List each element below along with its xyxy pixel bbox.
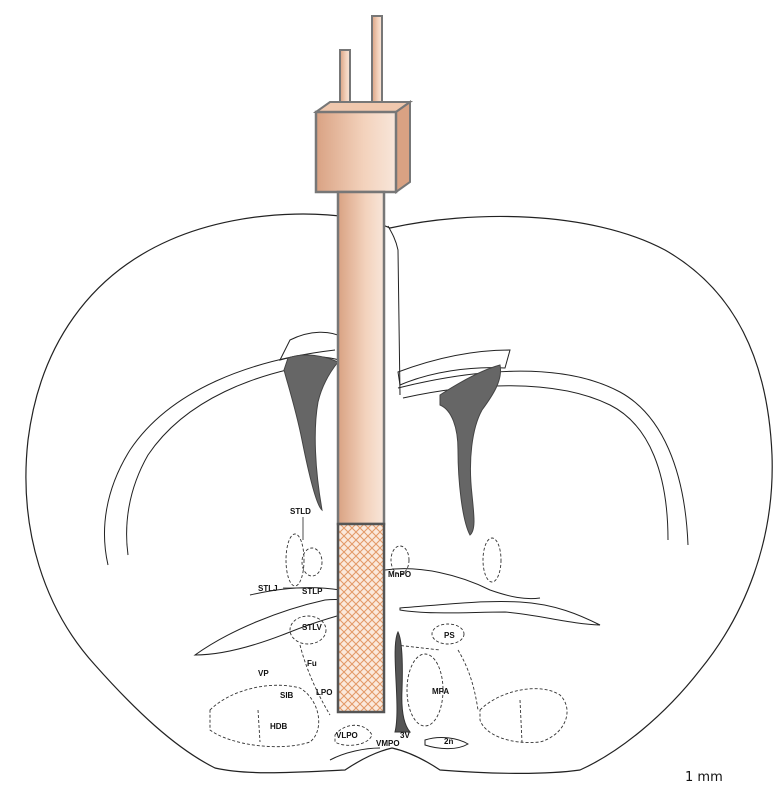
probe-head (316, 112, 396, 192)
midline-fissure (388, 226, 400, 395)
cortical-arc-right-inner (403, 386, 668, 540)
nuclei-outlines (210, 534, 567, 747)
label-vlpo: VLPO (336, 731, 358, 740)
probe-tip-mesh (338, 524, 384, 712)
lateral-ventricle-left (284, 355, 338, 510)
label-stld: STLD (290, 507, 311, 516)
label-mnpo: MnPO (388, 570, 411, 579)
label-fu: Fu (307, 659, 317, 668)
label-vp: VP (258, 669, 269, 678)
label-3v: 3V (400, 731, 410, 740)
scale-bar-label: 1 mm (685, 770, 723, 785)
label-2n: 2n (444, 737, 453, 746)
label-mpa: MPA (432, 687, 449, 696)
label-hdb: HDB (270, 722, 288, 731)
lateral-ventricle-right (440, 365, 501, 535)
label-stlj: STLJ (258, 584, 278, 593)
label-vmpo: VMPO (376, 739, 400, 748)
probe-head-top (316, 102, 410, 112)
probe-pin-right (372, 16, 382, 110)
label-stlp: STLP (302, 587, 323, 596)
label-sib: SIB (280, 691, 294, 700)
probe-head-side (396, 102, 410, 192)
label-lpo: LPO (316, 688, 332, 697)
label-ps: PS (444, 631, 455, 640)
anterior-commissure-right (400, 602, 600, 625)
probe-shaft (338, 192, 384, 524)
label-stlv: STLV (302, 623, 323, 632)
